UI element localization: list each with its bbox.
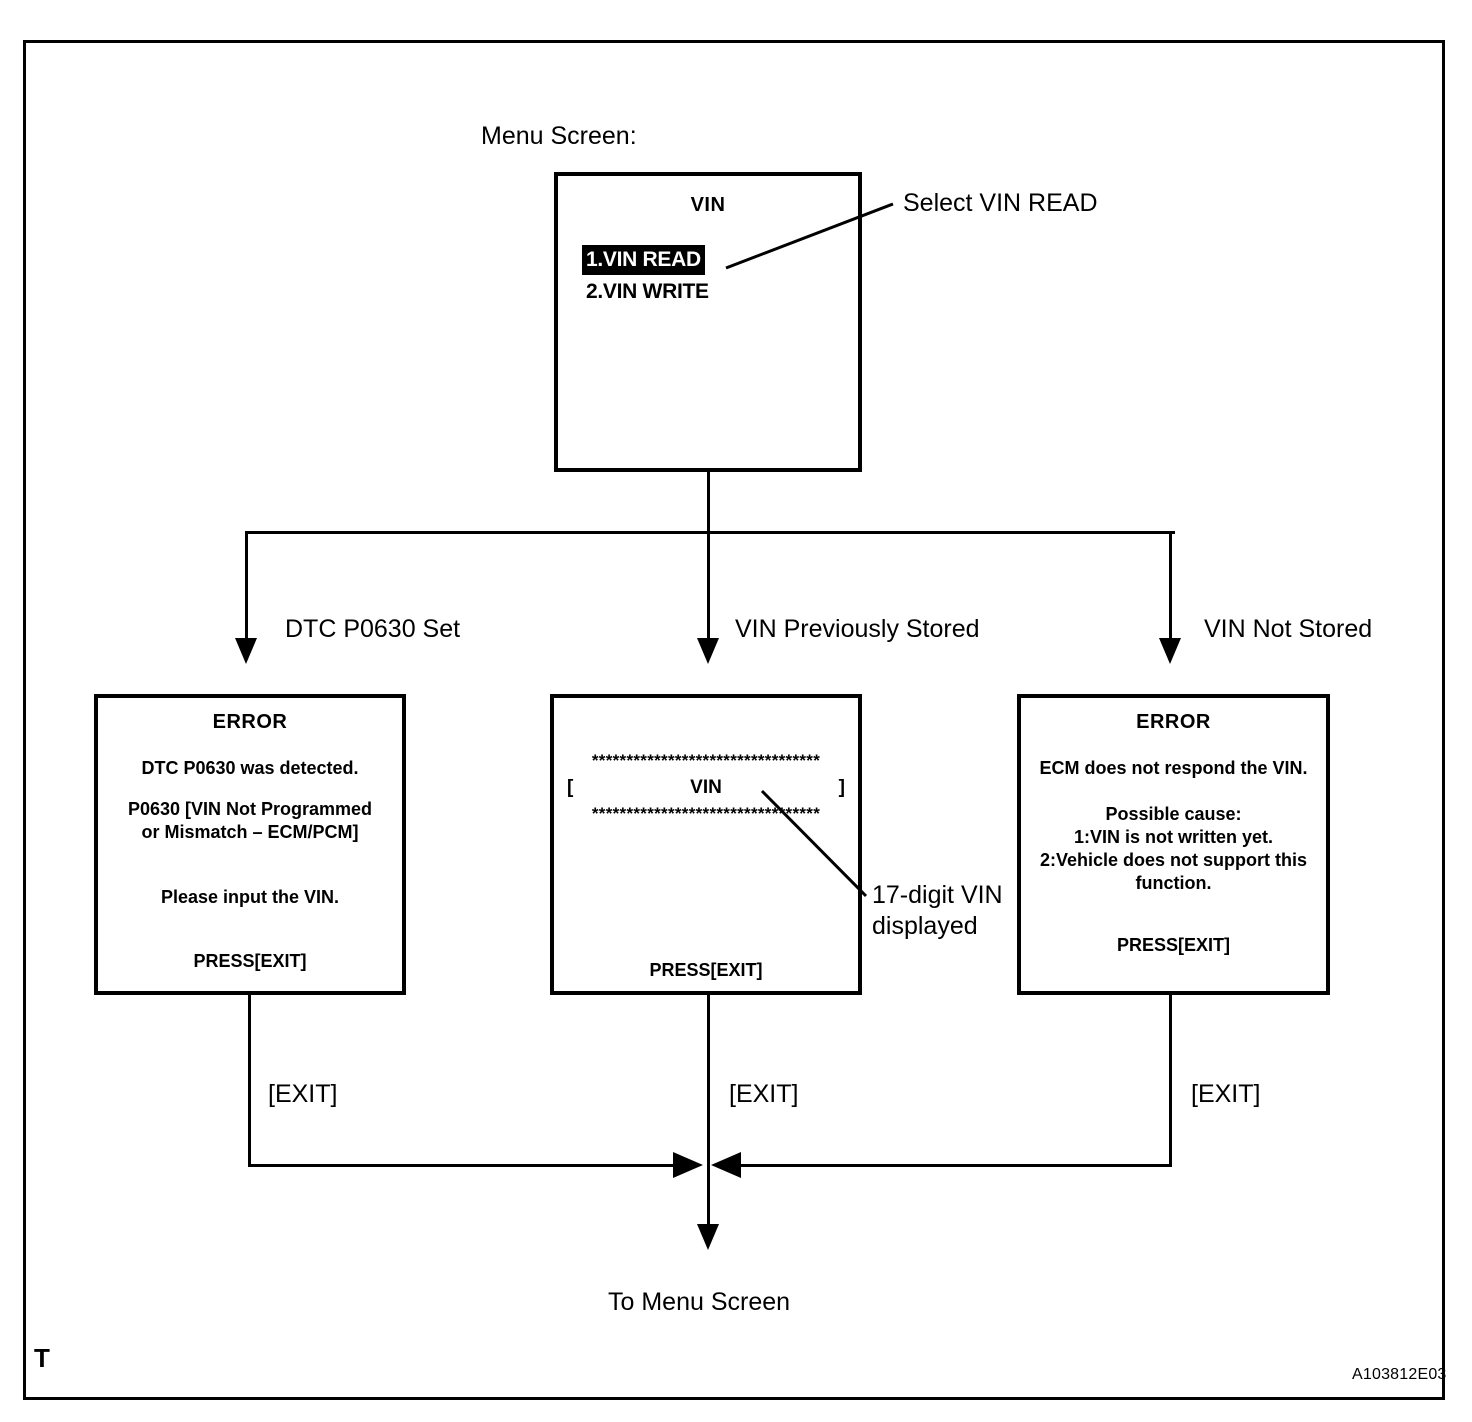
branch-label-vin-stored: VIN Previously Stored bbox=[735, 615, 980, 643]
vin-digits-annotation-line2: displayed bbox=[872, 912, 978, 940]
branch-label-vin-not-stored: VIN Not Stored bbox=[1204, 615, 1373, 643]
vin-right-bracket: ] bbox=[838, 777, 845, 798]
error-no-response-screen-box[interactable]: ERROR ECM does not respond the VIN. Poss… bbox=[1017, 694, 1330, 995]
branch-leg-middle bbox=[707, 531, 710, 641]
error-no-response-title: ERROR bbox=[1136, 711, 1211, 733]
exit-leg-right-vertical bbox=[1169, 995, 1172, 1167]
error-no-response-line-3: 1:VIN is not written yet. bbox=[1073, 827, 1274, 847]
trunk-line bbox=[707, 472, 710, 534]
error-dtc-screen-box[interactable]: ERROR DTC P0630 was detected. P0630 [VIN… bbox=[94, 694, 406, 995]
branch-distribution-bar bbox=[245, 531, 1175, 534]
vin-asterisk-row-bottom: ********************************* bbox=[591, 804, 821, 823]
error-dtc-title: ERROR bbox=[212, 711, 288, 733]
menu-item-vin-read-label: 1.VIN READ bbox=[582, 245, 705, 275]
vin-value-row: [ VIN ] bbox=[567, 777, 845, 805]
error-no-response-line-5: function. bbox=[1135, 873, 1212, 893]
menu-screen-title: VIN bbox=[690, 194, 726, 216]
exit-leg-middle-vertical bbox=[707, 995, 710, 1230]
select-vin-read-annotation: Select VIN READ bbox=[903, 189, 1098, 217]
error-dtc-line-4: Please input the VIN. bbox=[160, 887, 340, 907]
branch-label-dtc-set: DTC P0630 Set bbox=[285, 615, 461, 643]
error-no-response-press-exit: PRESS[EXIT] bbox=[1116, 935, 1231, 955]
exit-arrow-left-into-junction bbox=[673, 1152, 703, 1178]
figure-code: A103812E03 bbox=[1352, 1366, 1447, 1383]
vin-digits-annotation-line1: 17-digit VIN bbox=[872, 881, 1003, 909]
menu-item-vin-read[interactable]: 1.VIN READ bbox=[582, 245, 858, 275]
exit-leg-right-horizontal bbox=[738, 1164, 1172, 1167]
branch-arrow-middle bbox=[697, 638, 719, 664]
exit-arrow-middle-down bbox=[697, 1224, 719, 1250]
branch-arrow-left bbox=[235, 638, 257, 664]
vin-display-press-exit: PRESS[EXIT] bbox=[649, 960, 763, 980]
vin-digits-annotation: 17-digit VIN displayed bbox=[872, 880, 1003, 942]
exit-leg-left-horizontal bbox=[248, 1164, 679, 1167]
vin-value: VIN bbox=[690, 777, 722, 798]
menu-screen-caption: Menu Screen: bbox=[481, 122, 637, 150]
branch-arrow-right bbox=[1159, 638, 1181, 664]
error-dtc-press-exit: PRESS[EXIT] bbox=[193, 951, 307, 971]
exit-label-middle: [EXIT] bbox=[729, 1080, 799, 1108]
vin-display-screen-box[interactable]: ********************************* [ VIN … bbox=[550, 694, 862, 995]
error-dtc-line-1: DTC P0630 was detected. bbox=[141, 758, 359, 778]
vin-left-bracket: [ bbox=[567, 777, 574, 798]
menu-screen-box[interactable]: VIN 1.VIN READ 2.VIN WRITE bbox=[554, 172, 862, 472]
vin-asterisk-row-top: ********************************* bbox=[591, 751, 821, 770]
error-dtc-line-3: or Mismatch – ECM/PCM] bbox=[141, 822, 359, 842]
error-dtc-line-2: P0630 [VIN Not Programmed bbox=[127, 799, 373, 819]
error-no-response-line-1: ECM does not respond the VIN. bbox=[1039, 758, 1308, 778]
exit-arrow-right-into-junction bbox=[711, 1152, 741, 1178]
exit-label-right: [EXIT] bbox=[1191, 1080, 1261, 1108]
menu-item-vin-write-label: 2.VIN WRITE bbox=[586, 280, 709, 303]
branch-leg-left bbox=[245, 531, 248, 641]
to-menu-screen-label: To Menu Screen bbox=[608, 1288, 791, 1316]
exit-leg-left-vertical bbox=[248, 995, 251, 1167]
corner-mark-t: T bbox=[34, 1343, 50, 1373]
exit-label-left: [EXIT] bbox=[268, 1080, 338, 1108]
menu-item-vin-write[interactable]: 2.VIN WRITE bbox=[582, 277, 858, 307]
error-no-response-line-2: Possible cause: bbox=[1105, 804, 1242, 824]
error-no-response-line-4: 2:Vehicle does not support this bbox=[1039, 850, 1308, 870]
branch-leg-right bbox=[1169, 531, 1172, 641]
document-frame bbox=[23, 40, 1445, 1400]
